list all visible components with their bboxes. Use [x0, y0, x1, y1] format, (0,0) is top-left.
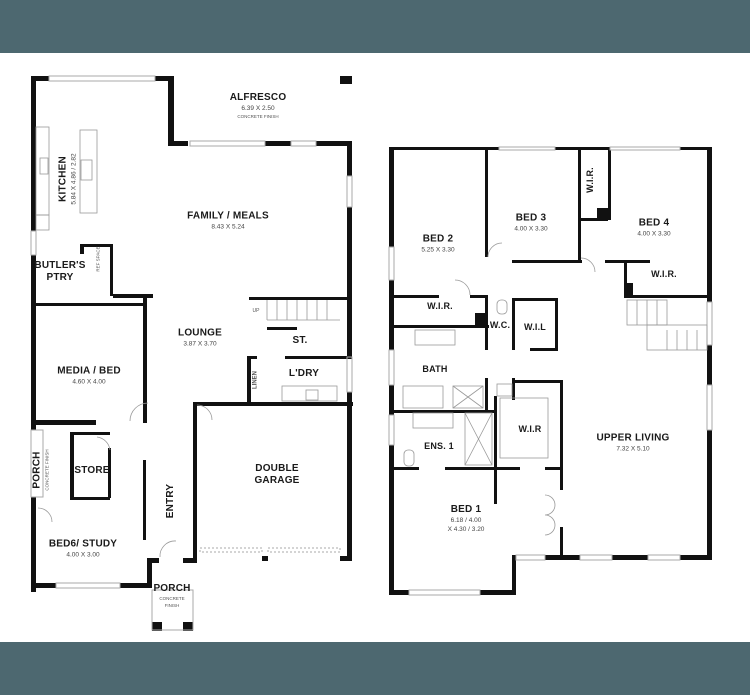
room-wc: W.C. [489, 320, 511, 330]
room-store: STORE [74, 465, 110, 476]
room-upper-living: UPPER LIVING 7.32 X 5.10 [596, 432, 670, 453]
ground-floor-walls [31, 76, 353, 631]
room-wir-bed1: W.I.R [518, 424, 542, 434]
room-bed6-study: BED6/ STUDY 4.00 X 3.00 [48, 538, 118, 559]
room-ensuite-1: ENS. 1 [424, 441, 454, 451]
room-double-garage: DOUBLE GARAGE [254, 463, 300, 486]
room-bed-2: BED 2 5.25 X 3.30 [421, 233, 455, 254]
room-lounge: LOUNGE 3.87 X 3.70 [178, 327, 222, 348]
ground-floor-fixtures [35, 126, 340, 558]
footer-band [0, 642, 750, 695]
upper-floor-fixtures [402, 242, 708, 536]
upper-floor-windows [388, 146, 713, 596]
room-wir-bed3: W.I.R. [585, 167, 595, 193]
room-family-meals: FAMILY / MEALS 8.43 X 5.24 [187, 210, 269, 231]
room-wil: W.I.L [524, 322, 546, 332]
room-bed-4: BED 4 4.00 X 3.30 [637, 217, 671, 238]
ground-floor-windows [30, 75, 353, 631]
room-bed-3: BED 3 4.00 X 3.30 [514, 212, 548, 233]
room-entry: ENTRY [165, 483, 176, 519]
header-band [0, 0, 750, 53]
room-wir-bed2: W.I.R. [427, 301, 453, 311]
room-bath: BATH [422, 364, 448, 374]
room-bed-1: BED 1 6.18 / 4.00 X 4.30 / 3.20 [447, 504, 485, 533]
room-front-porch: PORCH CONCRETE FINISH [153, 583, 191, 608]
room-alfresco: ALFRESCO 6.39 X 2.50 CONCRETE FINISH [229, 92, 287, 119]
room-laundry: L'DRY [288, 368, 320, 379]
room-linen: LINEN [252, 371, 259, 389]
room-kitchen: KITCHEN 5.84 X 4.86 / 2.82 [57, 153, 78, 205]
room-butlers-pantry: BUTLER'S PTRY [34, 260, 86, 283]
room-store-stair: ST. [292, 335, 308, 346]
floor-plan: ALFRESCO 6.39 X 2.50 CONCRETE FINISH KIT… [0, 53, 750, 642]
room-wir-bed4: W.I.R. [651, 269, 677, 279]
upper-floor-walls [389, 147, 712, 595]
room-media-bed: MEDIA / BED 4.60 X 4.00 [57, 365, 121, 386]
floor-plan-drawing [30, 75, 713, 631]
room-side-porch: PORCH CONCRETE FINISH [31, 449, 50, 491]
stair-up-label: UP [252, 308, 260, 314]
ref-space-label: REF SPACE [95, 246, 101, 272]
